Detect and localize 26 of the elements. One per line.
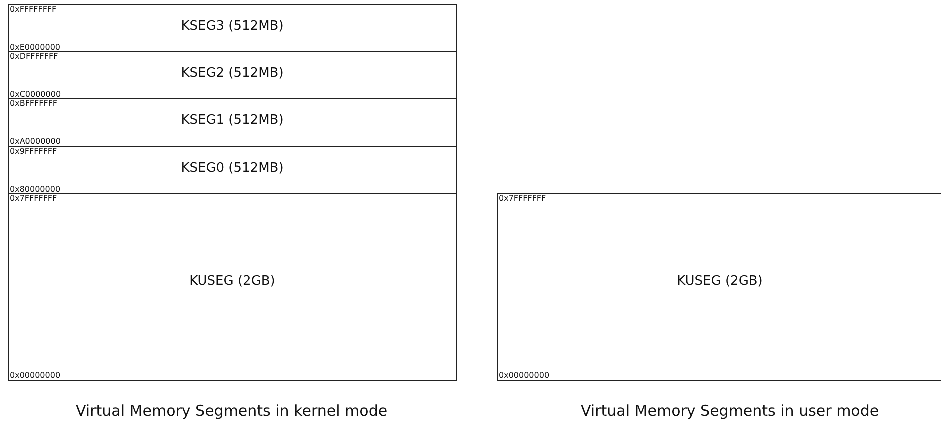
segment-name: KSEG3 (512MB)	[180, 19, 285, 35]
memory-segment-box	[8, 193, 457, 381]
end-address: 0xE0000000	[10, 43, 61, 52]
start-address: 0xBFFFFFFF	[10, 99, 58, 108]
end-address: 0xC0000000	[10, 90, 62, 99]
segment-name: KSEG2 (512MB)	[180, 66, 285, 82]
end-address: 0x00000000	[10, 371, 61, 380]
end-address: 0x00000000	[499, 371, 550, 380]
segment-name: KSEG1 (512MB)	[180, 113, 285, 129]
segment-name: KUSEG (2GB)	[188, 274, 276, 290]
caption: Virtual Memory Segments in kernel mode	[76, 402, 388, 420]
memory-segment-box	[8, 98, 457, 147]
caption: Virtual Memory Segments in user mode	[581, 402, 880, 420]
end-address: 0x80000000	[10, 185, 61, 194]
end-address: 0xA0000000	[10, 137, 61, 146]
memory-segment-box	[8, 51, 457, 100]
memory-segment-box	[8, 146, 457, 195]
segment-name: KSEG0 (512MB)	[180, 161, 285, 177]
start-address: 0x9FFFFFFF	[10, 147, 58, 156]
memory-segment-box	[497, 193, 941, 381]
start-address: 0x7FFFFFFF	[499, 194, 546, 203]
start-address: 0xFFFFFFFF	[10, 5, 57, 14]
memory-segment-box	[8, 4, 457, 53]
start-address: 0x7FFFFFFF	[10, 194, 58, 203]
start-address: 0xDFFFFFFF	[10, 52, 58, 61]
segment-name: KUSEG (2GB)	[676, 274, 764, 290]
